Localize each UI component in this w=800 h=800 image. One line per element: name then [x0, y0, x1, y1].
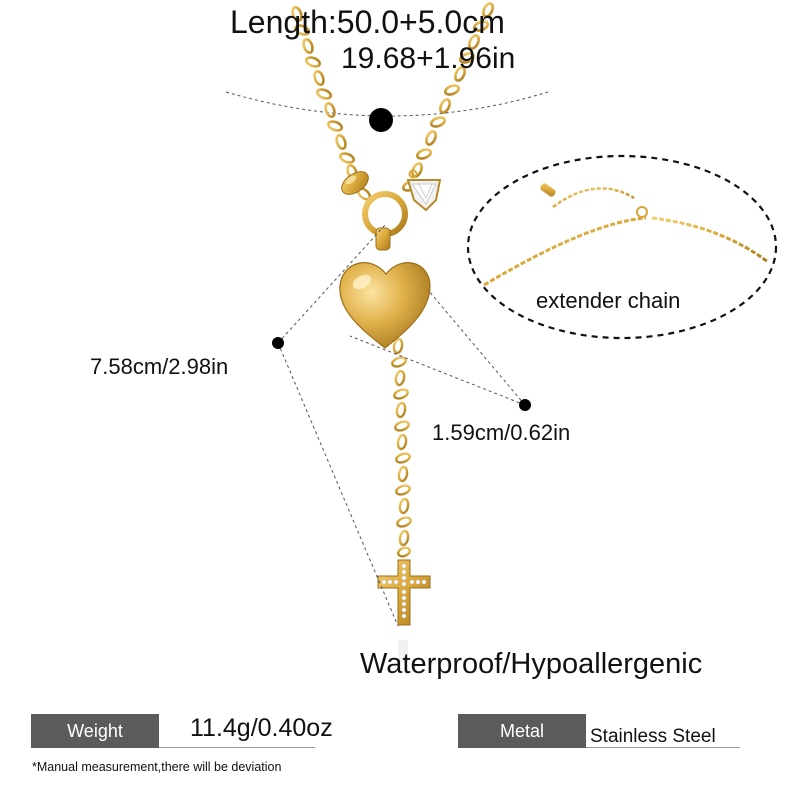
extender-chain-label: extender chain — [536, 288, 681, 313]
weight-value: 11.4g/0.40oz — [190, 714, 333, 742]
features-text: Waterproof/Hypoallergenic — [360, 648, 703, 680]
cross-pendant — [377, 559, 431, 626]
weight-label: Weight — [31, 714, 159, 748]
heart-bail — [375, 227, 391, 251]
heart-size-dot — [519, 399, 531, 411]
metal-underline — [586, 747, 740, 748]
heart-size-guide — [349, 289, 526, 406]
length-marker-dot — [369, 108, 393, 132]
crystal-charm — [406, 169, 442, 212]
disclaimer-text: *Manual measurement,there will be deviat… — [32, 760, 282, 774]
weight-underline — [159, 747, 315, 748]
cross-reflection — [398, 640, 408, 662]
chain-right — [401, 2, 494, 192]
pendant-length-text: 7.58cm/2.98in — [90, 354, 229, 379]
heart-pendant — [339, 262, 431, 349]
pendant-length-dot — [272, 337, 284, 349]
metal-label: Metal — [458, 714, 586, 748]
metal-value: Stainless Steel — [590, 726, 716, 747]
drop-chain — [391, 337, 412, 558]
heart-size-text: 1.59cm/0.62in — [432, 420, 571, 445]
length-cm-text: Length:50.0+5.0cm — [230, 4, 505, 40]
extender-callout — [466, 154, 778, 340]
pendant-length-guide — [277, 224, 399, 627]
length-in-text: 19.68+1.96in — [341, 42, 516, 75]
gold-bead — [341, 171, 369, 195]
